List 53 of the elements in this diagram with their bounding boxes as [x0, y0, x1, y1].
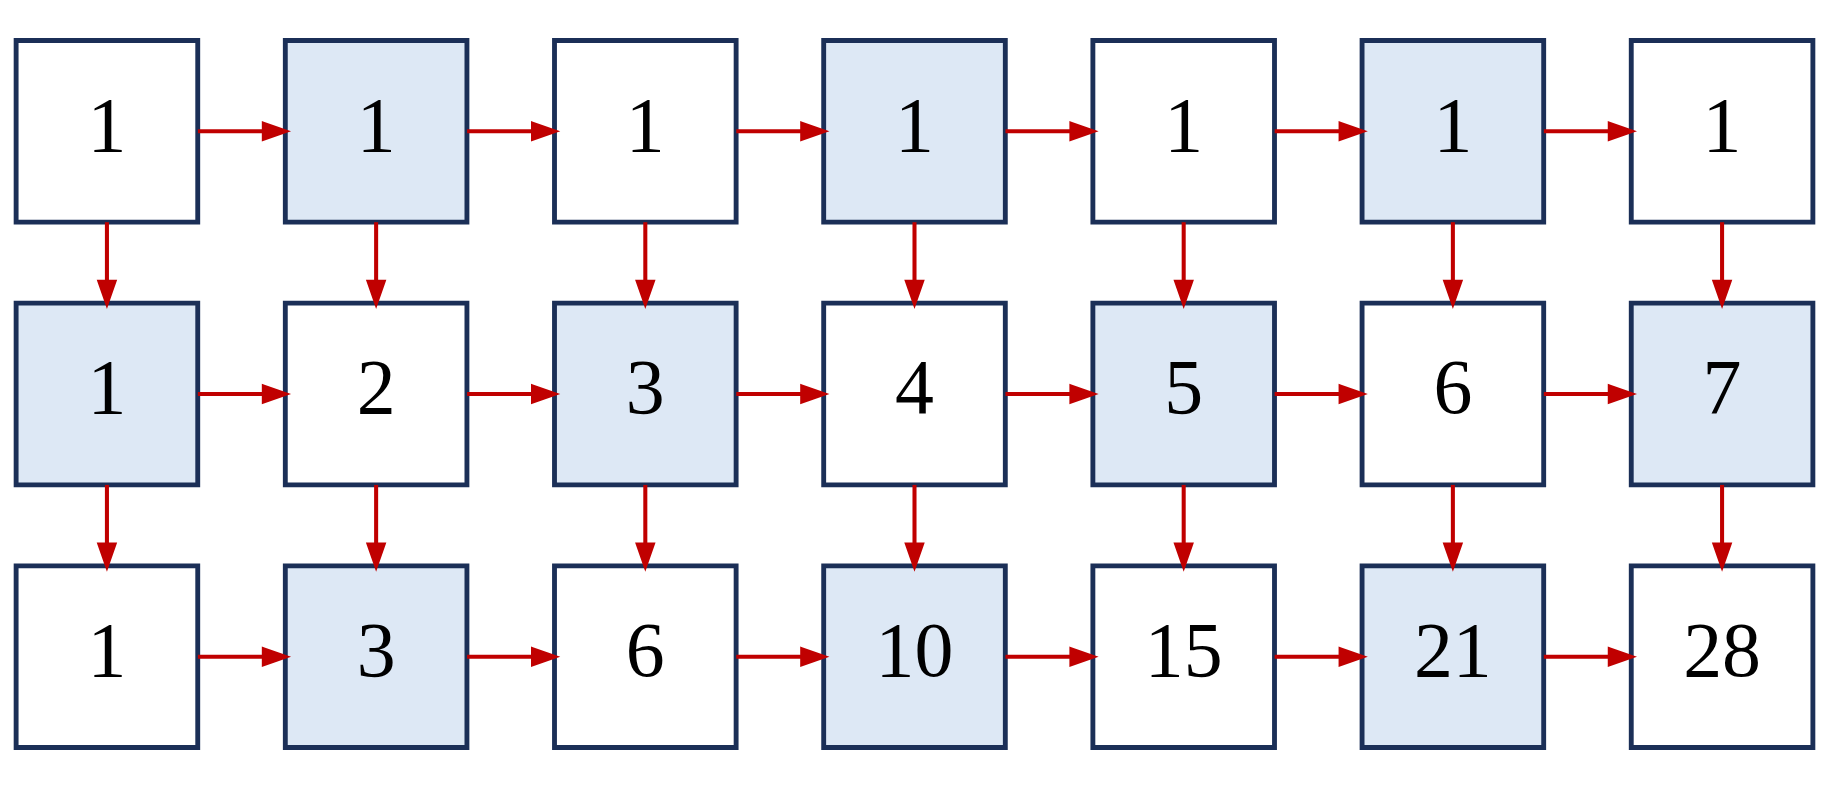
arrow	[634, 484, 656, 572]
arrow	[1442, 484, 1463, 572]
node-box: 1	[1628, 38, 1815, 225]
arrow	[365, 222, 386, 310]
node-box: 1	[13, 300, 200, 488]
arrow	[1274, 646, 1368, 667]
arrow	[1004, 646, 1099, 667]
node-box: 3	[282, 563, 469, 750]
node-box: 21	[1359, 563, 1546, 750]
node-box: 7	[1628, 300, 1815, 488]
node-box: 3	[551, 300, 739, 488]
arrow	[96, 484, 117, 572]
node-box: 6	[551, 563, 739, 750]
node-box: 4	[820, 300, 1008, 488]
node-box: 1	[551, 38, 739, 225]
arrow	[96, 222, 117, 310]
arrow	[1442, 222, 1463, 310]
arrow	[1004, 121, 1099, 142]
arrow	[197, 121, 291, 142]
arrow	[1543, 383, 1637, 405]
arrow	[466, 383, 560, 405]
node-box: 1	[1089, 38, 1277, 225]
node-box: 28	[1628, 563, 1815, 750]
arrow	[1274, 121, 1368, 142]
node-box: 1	[282, 38, 469, 225]
node-box: 1	[13, 38, 200, 225]
arrow	[365, 484, 386, 572]
arrow	[735, 646, 829, 667]
node-box: 2	[282, 300, 469, 488]
arrow	[197, 646, 291, 667]
arrow	[466, 121, 560, 142]
arrow	[1274, 383, 1368, 405]
arrow	[903, 484, 925, 572]
node-box: 6	[1359, 300, 1546, 488]
arrow	[1172, 484, 1194, 572]
node-box: 1	[13, 563, 200, 750]
node-box: 1	[820, 38, 1008, 225]
node-box: 10	[820, 563, 1008, 750]
arrow	[735, 383, 829, 405]
arrow	[197, 383, 291, 405]
arrow	[466, 646, 560, 667]
arrow	[1172, 222, 1194, 310]
arrow	[1543, 121, 1637, 142]
arrow	[1711, 484, 1732, 572]
arrow	[1543, 646, 1637, 667]
node-box: 5	[1089, 300, 1277, 488]
node-box: 1	[1359, 38, 1546, 225]
arrow	[634, 222, 656, 310]
arrow	[1711, 222, 1732, 310]
arrow	[1004, 383, 1099, 405]
node-box: 15	[1089, 563, 1277, 750]
arrow	[903, 222, 925, 310]
arrow	[735, 121, 829, 142]
